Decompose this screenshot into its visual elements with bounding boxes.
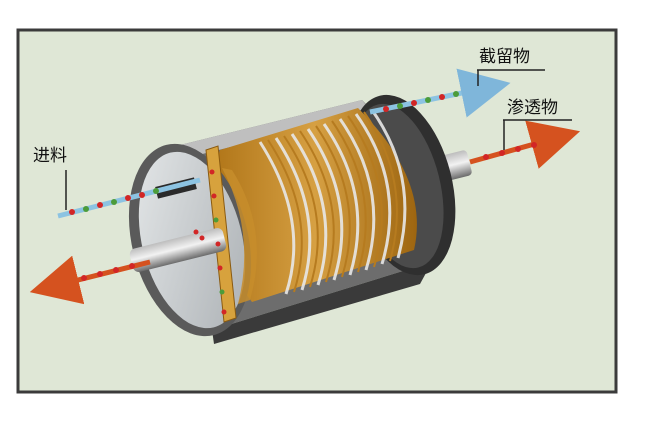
permeate-particles-icon bbox=[81, 142, 537, 281]
baffle-particles-icon bbox=[193, 169, 227, 315]
feed-particles-icon bbox=[69, 188, 159, 215]
label-leader-lines bbox=[65, 69, 572, 210]
retentate-label: 截留物 bbox=[479, 47, 530, 67]
feed-label: 进料 bbox=[33, 146, 67, 166]
membrane-core-icon bbox=[212, 108, 417, 302]
permeate-label: 渗透物 bbox=[507, 98, 558, 118]
retentate-particles-icon bbox=[383, 91, 459, 112]
